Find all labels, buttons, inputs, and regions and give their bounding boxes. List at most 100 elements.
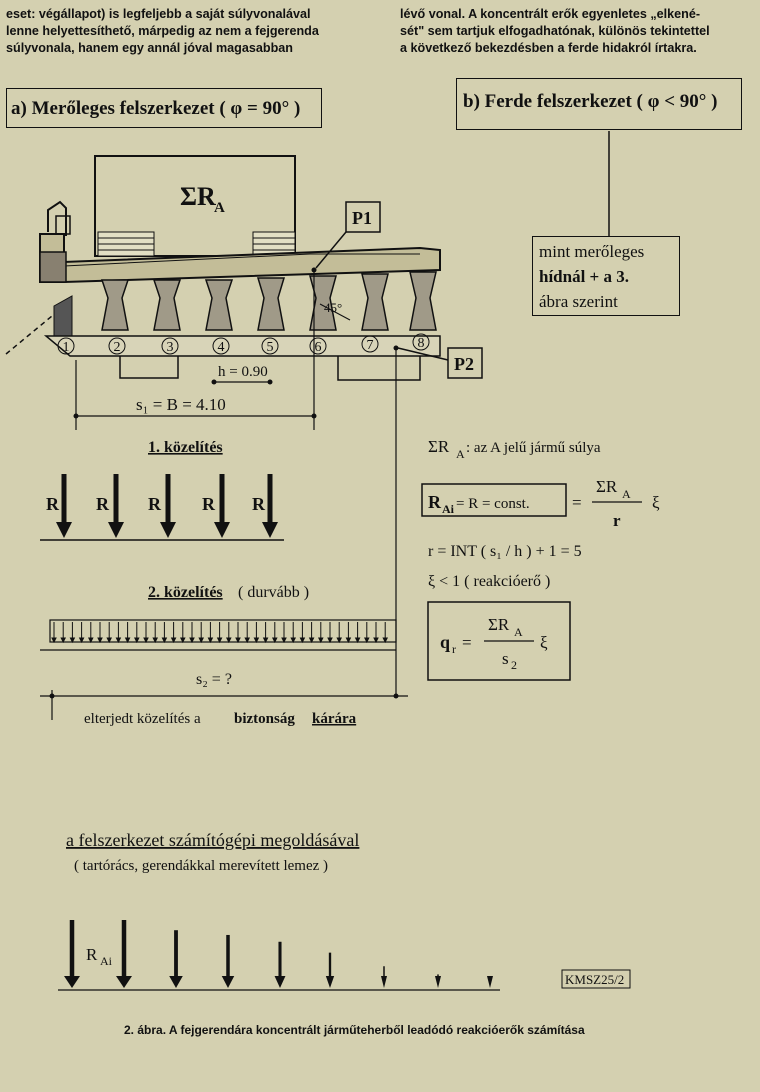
distributed-load-arrowhead [373, 637, 379, 644]
qr-box [427, 601, 571, 681]
girder-numbers: 1 2 3 4 5 6 7 8 [63, 336, 425, 355]
deck-line [63, 253, 420, 267]
def-rest: : az A jelű jármű súlya [466, 440, 601, 456]
distributed-load-arrowhead [133, 637, 140, 644]
frac2-num-sub: A [514, 625, 523, 639]
computer-arrow [274, 941, 286, 988]
rai-label: R [428, 492, 442, 512]
distributed-load-arrowhead [317, 637, 324, 644]
frac1-xi: ξ [652, 493, 660, 512]
girder-3: 3 [167, 340, 174, 355]
distributed-load-arrowhead [143, 637, 149, 644]
distributed-load-arrowhead [69, 637, 76, 644]
distributed-load-arrowhead [78, 637, 85, 644]
girder-1: 1 [63, 340, 70, 355]
distributed-load-arrowhead [345, 637, 352, 644]
r-eq: r = INT ( s₁ / h ) + 1 = 5 [428, 543, 582, 560]
top-right-line-2: sét" sem tartjuk elfogadhatónak, különös… [400, 24, 710, 38]
girder-2: 2 [114, 340, 121, 355]
approx2-title: 2. közelítés [148, 584, 223, 601]
distributed-load-arrowhead [152, 637, 159, 644]
svg-text:R: R [252, 494, 266, 514]
svg-text:R: R [202, 494, 216, 514]
h-dim: h = 0.90 [218, 364, 268, 380]
p1-box [345, 201, 381, 233]
girder-7: 7 [367, 338, 374, 353]
slope-dash-line [5, 315, 53, 355]
frac2-xi: ξ [540, 633, 548, 652]
box-a-title: a) Merőleges felszerkezet ( φ = 90° ) [6, 88, 322, 128]
approx2-caption-bold2: kárára [312, 711, 357, 727]
computer-arrow [487, 976, 493, 988]
cap-beam [43, 335, 441, 357]
computer-arrows [64, 920, 493, 988]
top-text-right: lévő vonal. A koncentrált erők egyenlete… [400, 6, 740, 57]
load-label: ΣR [180, 182, 216, 211]
qr-sub: r [452, 642, 456, 656]
computer-arrow [381, 966, 387, 988]
computer-rai-label: R [86, 945, 98, 964]
computer-arrow [116, 920, 132, 988]
distributed-load-arrowhead [235, 637, 241, 644]
s2-dim: s₂ = ? [196, 671, 232, 688]
distributed-load-arrowhead [60, 637, 67, 644]
distributed-load-arrowhead [179, 637, 186, 644]
approx1-forces: R R R R R [46, 474, 278, 538]
svg-text:R: R [46, 494, 60, 514]
girder-5: 5 [267, 340, 274, 355]
approx2-note: ( durvább ) [238, 584, 309, 601]
top-left-line-2: lenne helyettesíthető, márpedig az nem a… [6, 24, 319, 38]
distributed-load-arrowhead [299, 637, 306, 644]
distributed-load-arrowhead [170, 637, 177, 644]
girder-8: 8 [418, 336, 425, 351]
distributed-load-arrowhead [106, 637, 113, 644]
top-left-line-1: eset: végállapot) is legfeljebb a saját … [6, 7, 311, 21]
distributed-load-arrowhead [253, 637, 260, 644]
b-note-line-2: hídnál + a 3. [539, 267, 629, 286]
frac1-num-sub: A [622, 487, 631, 501]
box-b-title: b) Ferde felszerkezet ( φ < 90° ) [456, 78, 742, 130]
distributed-load-arrowhead [115, 637, 122, 644]
girders [100, 271, 437, 331]
p2-box [447, 347, 483, 379]
distributed-load-arrowhead [354, 637, 361, 644]
dark-support [53, 295, 73, 337]
rai-sub: Ai [442, 502, 455, 516]
approx1-force-3: R [148, 474, 176, 538]
computer-rai-sub: Ai [100, 954, 113, 968]
distributed-load-arrowhead [363, 637, 370, 644]
approx2-caption-pre: elterjedt közelítés a [84, 711, 201, 727]
top-text-left: eset: végállapot) is legfeljebb a saját … [6, 6, 358, 57]
computer-code: KMSZ25/2 [565, 972, 624, 987]
distributed-load-arrowhead [262, 637, 269, 644]
frac1-num: ΣR [596, 477, 618, 496]
frac2-den-sub: 2 [511, 658, 517, 672]
approx1-force-5: R [252, 474, 278, 538]
distributed-load-arrowhead [51, 637, 57, 644]
approx1-title: 1. közelítés [148, 439, 223, 456]
computer-arrow [169, 930, 183, 988]
b-note-line-3: ábra szerint [539, 292, 618, 311]
distributed-load-arrowhead [124, 637, 131, 644]
load-label-sub: A [214, 200, 225, 216]
distributed-load [49, 619, 397, 644]
distributed-load-arrowhead [290, 637, 297, 644]
p2-pointer [397, 347, 449, 361]
svg-text:=: = [572, 493, 582, 512]
p1-label: P1 [352, 208, 372, 228]
distributed-load-arrowhead [336, 637, 343, 644]
svg-text:R: R [148, 494, 162, 514]
wheel-hatch-left [97, 231, 155, 257]
computer-arrow [435, 974, 441, 988]
computer-arrow [64, 920, 80, 988]
p1-pointer [315, 231, 347, 269]
approx1-force-1: R [46, 474, 72, 538]
computer-arrow [221, 934, 235, 988]
distributed-load-arrowhead [161, 637, 168, 644]
approx2-caption-bold: biztonság [234, 711, 295, 727]
approx1-force-2: R [96, 474, 124, 538]
computer-arrow [325, 952, 335, 988]
box-b-note: mint merőleges hídnál + a 3. ábra szerin… [532, 236, 680, 316]
distributed-load-arrowhead [281, 637, 287, 644]
